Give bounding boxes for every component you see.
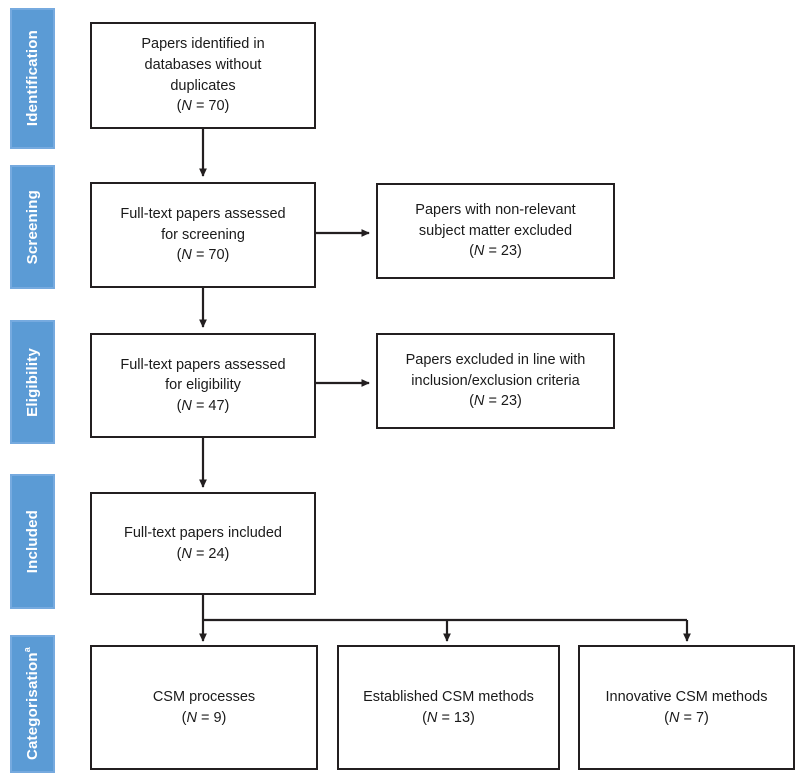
count-symbol: N xyxy=(181,397,192,414)
stage-bar-screening: Screening xyxy=(10,165,55,289)
stage-label-identification: Identification xyxy=(24,30,41,127)
node-eligibility-excluded-text: Papers excluded in line with inclusion/e… xyxy=(396,350,596,412)
count-value: = 70) xyxy=(195,98,230,115)
stage-label-categorisation: Categorisationa xyxy=(22,647,41,761)
count-value: = 24) xyxy=(195,545,230,562)
node-line: Established CSM methods xyxy=(363,688,534,705)
count-symbol: N xyxy=(181,247,192,264)
node-line: Innovative CSM methods xyxy=(605,688,768,705)
node-line: Full-text papers assessed xyxy=(120,206,286,223)
node-count: (N = 9) xyxy=(181,709,227,726)
count-symbol: N xyxy=(181,545,192,562)
count-value: = 9) xyxy=(200,709,227,726)
stage-bar-categorisation: Categorisationa xyxy=(10,635,55,773)
stage-label-categorisation-text: Categorisation xyxy=(24,652,41,761)
node-count: (N = 23) xyxy=(469,393,522,410)
node-count: (N = 23) xyxy=(469,243,522,260)
stage-label-included: Included xyxy=(24,509,41,574)
node-papers-included: Full-text papers included (N = 24) xyxy=(90,492,316,595)
count-value: = 13) xyxy=(441,709,475,726)
stage-label-eligibility: Eligibility xyxy=(24,347,41,417)
node-line: subject matter excluded xyxy=(418,222,573,239)
node-category-established-methods: Established CSM methods (N = 13) xyxy=(337,645,560,770)
node-category-established-methods-text: Established CSM methods (N = 13) xyxy=(353,687,544,728)
node-count: (N = 13) xyxy=(422,709,475,726)
node-papers-identified: Papers identified in databases without d… xyxy=(90,22,316,129)
node-papers-included-text: Full-text papers included (N = 24) xyxy=(114,523,292,564)
node-line: for screening xyxy=(161,226,245,243)
count-value: = 47) xyxy=(195,397,230,414)
node-line: Papers identified in xyxy=(141,36,265,53)
node-category-csm-processes-text: CSM processes (N = 9) xyxy=(143,687,265,728)
node-line: Papers excluded in line with xyxy=(405,352,586,369)
stage-bar-included: Included xyxy=(10,474,55,609)
node-category-innovative-methods-text: Innovative CSM methods (N = 7) xyxy=(596,687,778,728)
count-symbol: N xyxy=(181,98,192,115)
count-symbol: N xyxy=(668,709,680,726)
stage-bar-eligibility: Eligibility xyxy=(10,320,55,444)
node-line: for eligibility xyxy=(165,377,241,394)
node-category-innovative-methods: Innovative CSM methods (N = 7) xyxy=(578,645,795,770)
node-eligibility-assessed-text: Full-text papers assessed for eligibilit… xyxy=(110,355,295,417)
node-eligibility-assessed: Full-text papers assessed for eligibilit… xyxy=(90,333,316,438)
node-category-csm-processes: CSM processes (N = 9) xyxy=(90,645,318,770)
node-papers-identified-text: Papers identified in databases without d… xyxy=(131,34,274,116)
node-line: databases without xyxy=(144,56,262,73)
stage-label-screening: Screening xyxy=(24,189,41,265)
node-line: duplicates xyxy=(170,77,236,94)
node-screening-excluded: Papers with non-relevant subject matter … xyxy=(376,183,615,279)
node-eligibility-excluded: Papers excluded in line with inclusion/e… xyxy=(376,333,615,429)
node-count: (N = 7) xyxy=(664,709,709,726)
count-value: = 7) xyxy=(683,709,709,726)
node-screening-assessed-text: Full-text papers assessed for screening … xyxy=(110,204,295,266)
stage-bar-identification: Identification xyxy=(10,8,55,149)
count-symbol: N xyxy=(186,709,197,726)
node-count: (N = 24) xyxy=(176,545,230,562)
count-symbol: N xyxy=(426,709,438,726)
node-screening-excluded-text: Papers with non-relevant subject matter … xyxy=(405,200,585,262)
node-count: (N = 47) xyxy=(176,397,230,414)
node-line: CSM processes xyxy=(152,688,256,705)
count-value: = 70) xyxy=(195,247,230,264)
count-symbol: N xyxy=(473,243,485,260)
node-line: Full-text papers assessed xyxy=(120,356,286,373)
node-screening-assessed: Full-text papers assessed for screening … xyxy=(90,182,316,288)
count-symbol: N xyxy=(473,393,485,410)
count-value: = 23) xyxy=(488,393,522,410)
node-count: (N = 70) xyxy=(176,247,230,264)
node-count: (N = 70) xyxy=(176,98,230,115)
node-line: Papers with non-relevant xyxy=(415,202,576,219)
node-line: Full-text papers included xyxy=(124,524,282,541)
count-value: = 23) xyxy=(488,243,522,260)
node-line: inclusion/exclusion criteria xyxy=(411,372,580,389)
stage-label-categorisation-superscript: a xyxy=(22,647,32,653)
